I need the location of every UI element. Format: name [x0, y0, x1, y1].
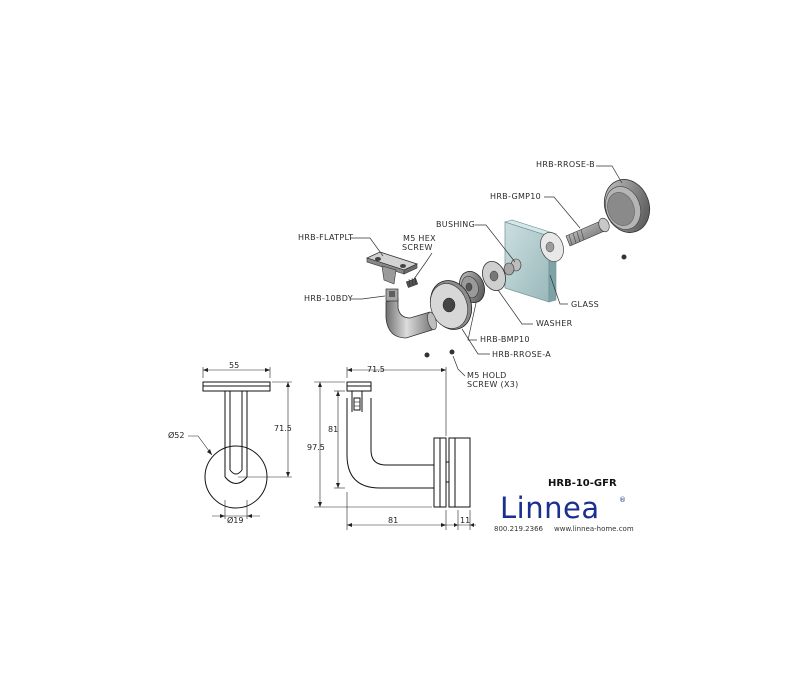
flatplt-part — [365, 251, 419, 285]
washer-part — [482, 261, 506, 291]
callout-flatplt: HRB-FLATPLT — [298, 233, 353, 242]
bushing-part — [503, 258, 522, 276]
dim-projection-bottom: 81 — [388, 516, 398, 525]
website: www.linnea-home.com — [554, 525, 634, 533]
dim-rose-diameter: Ø52 — [168, 430, 184, 440]
callout-m5-hold-line2: SCREW (X3) — [467, 380, 519, 389]
callout-m5-hex-line2: SCREW — [402, 243, 433, 252]
callout-gmp10: HRB-GMP10 — [490, 192, 541, 201]
body-part — [385, 288, 437, 339]
dim-height-inner: 81 — [328, 425, 338, 434]
callout-glass: GLASS — [571, 300, 599, 309]
dim-post-height: 71.5 — [274, 424, 292, 433]
brand-logo: Linnea — [500, 491, 600, 525]
dim-plate-width: 55 — [229, 361, 239, 370]
callout-rrose-b: HRB-RROSE-B — [536, 160, 595, 169]
m5-hold-screws-part — [424, 254, 627, 358]
callout-bmp10: HRB-BMP10 — [480, 335, 530, 344]
dim-rose-thickness: 11 — [460, 516, 470, 525]
exploded-view: HRB-RROSE-B HRB-GMP10 BUSHING HRB-FLATPL… — [298, 160, 651, 389]
dim-height-total: 97.5 — [307, 443, 325, 452]
model-number: HRB-10-GFR — [548, 478, 617, 489]
phone-number: 800.219.2366 — [494, 525, 544, 533]
gmp10-part — [565, 217, 610, 247]
dim-projection-top: 71.5 — [367, 365, 385, 374]
callout-m5-hex-line1: M5 HEX — [403, 234, 436, 243]
rrose-b-part — [603, 179, 651, 233]
dim-tube-diameter: Ø19 — [227, 515, 243, 525]
rrose-a-part — [429, 280, 473, 330]
callout-washer: WASHER — [536, 319, 573, 328]
front-view: 55 71.5 Ø52 Ø19 — [168, 361, 292, 525]
callout-body: HRB-10BDY — [304, 294, 353, 303]
callout-m5-hold-line1: M5 HOLD — [467, 371, 507, 380]
registered-mark: ® — [619, 496, 626, 504]
callout-rrose-a: HRB-RROSE-A — [492, 350, 551, 359]
side-view: 71.5 81 97.5 81 11 — [307, 365, 476, 530]
callout-bushing: BUSHING — [436, 220, 475, 229]
m5-hex-screw-part — [405, 276, 419, 288]
title-block: HRB-10-GFR Linnea ® 800.219.2366 www.lin… — [494, 478, 634, 533]
